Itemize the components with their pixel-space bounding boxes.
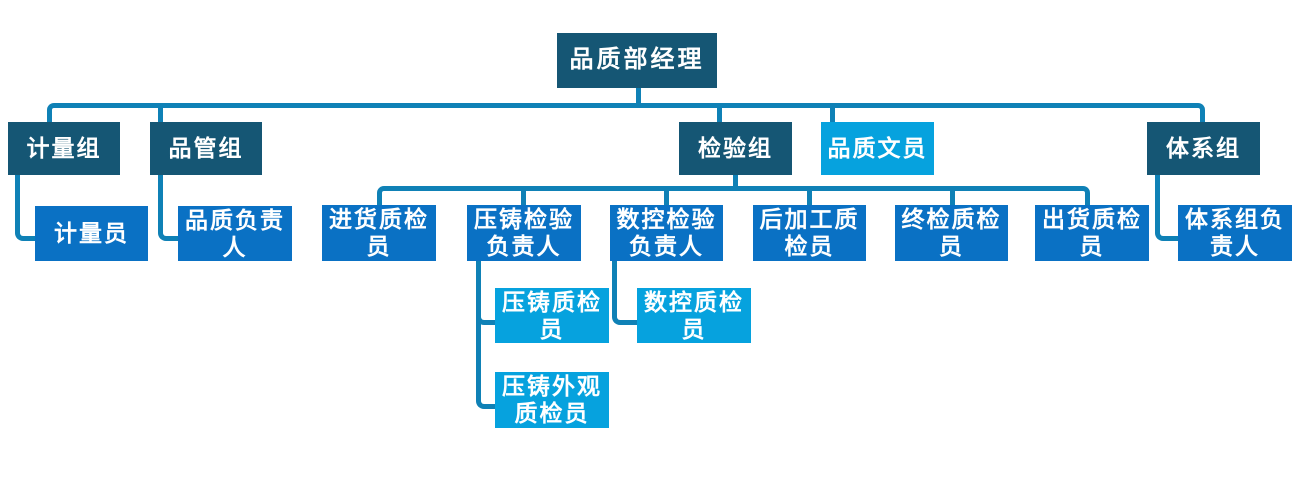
connector-elbow-metrology-staff	[15, 175, 40, 241]
org-node-quality-clerk: 品质文员	[821, 122, 934, 175]
org-node-diecast-appearance-inspector: 压铸外观质检员	[495, 372, 609, 428]
node-label: 计量员	[54, 221, 129, 246]
node-label: 体系组负责人	[1185, 207, 1285, 259]
connector-elbow-system-group-leader	[1155, 175, 1183, 241]
node-label: 体系组	[1166, 136, 1241, 161]
connector-elbow-quality-leader	[158, 175, 183, 241]
connector-elbow-diecast-appearance-inspector	[476, 261, 500, 409]
node-label: 压铸质检员	[502, 289, 602, 342]
connector-drop-quality-clerk	[830, 106, 835, 122]
org-node-metrology-group: 计量组	[8, 122, 120, 175]
node-label: 品管组	[168, 136, 244, 161]
connector-drop-inspection-group	[717, 106, 722, 122]
org-node-quality-control-group: 品管组	[150, 122, 262, 175]
org-node-cnc-inspection-leader: 数控检验负责人	[610, 205, 723, 261]
node-label: 终检质检员	[901, 207, 1002, 259]
connector-root-stub	[636, 88, 641, 105]
connector-bus2	[392, 186, 1075, 191]
connector-inspection-group-stub	[733, 175, 738, 188]
node-label: 品质文员	[827, 136, 928, 161]
org-node-system-group-leader: 体系组负责人	[1178, 205, 1292, 261]
node-label: 数控质检员	[644, 289, 744, 342]
org-node-quality-dept-manager: 品质部经理	[557, 33, 717, 88]
connector-bus1-right-corner	[1188, 103, 1205, 127]
connector-bus2-left-corner	[377, 186, 394, 210]
node-label: 压铸外观质检员	[502, 374, 602, 426]
connector-elbow-cnc-inspector	[612, 261, 642, 325]
node-label: 后加工质检员	[759, 207, 860, 259]
org-node-quality-leader: 品质负责人	[178, 206, 292, 261]
node-label: 压铸检验负责人	[474, 207, 574, 259]
connector-bus2-right-corner	[1073, 186, 1090, 210]
node-label: 进货质检员	[329, 207, 429, 259]
connector-drop-quality-control-group	[158, 106, 163, 122]
connector-bus1	[60, 103, 1192, 108]
org-node-diecast-inspector: 压铸质检员	[495, 288, 609, 343]
org-node-final-inspector: 终检质检员	[895, 205, 1008, 261]
org-node-incoming-inspector: 进货质检员	[322, 205, 436, 261]
node-label: 品质部经理	[569, 47, 705, 73]
connector-drop-postprocess-inspector	[807, 189, 812, 205]
node-label: 计量组	[26, 136, 102, 161]
org-node-metrology-staff: 计量员	[35, 206, 148, 261]
org-node-cnc-inspector: 数控质检员	[637, 288, 751, 343]
org-node-diecast-inspection-leader: 压铸检验负责人	[467, 205, 581, 261]
node-label: 数控检验负责人	[616, 207, 717, 259]
connector-bus1-left-corner	[47, 103, 64, 127]
org-node-inspection-group: 检验组	[679, 122, 792, 175]
org-node-system-group: 体系组	[1147, 122, 1260, 175]
connector-drop-cnc-leader	[664, 189, 669, 205]
org-node-postprocess-inspector: 后加工质检员	[753, 205, 866, 261]
connector-drop-diecast-leader	[521, 189, 526, 205]
connector-drop-final-inspector	[950, 189, 955, 205]
node-label: 检验组	[698, 136, 773, 161]
node-label: 出货质检员	[1042, 207, 1142, 259]
node-label: 品质负责人	[185, 207, 285, 260]
org-node-outgoing-inspector: 出货质检员	[1035, 205, 1149, 261]
